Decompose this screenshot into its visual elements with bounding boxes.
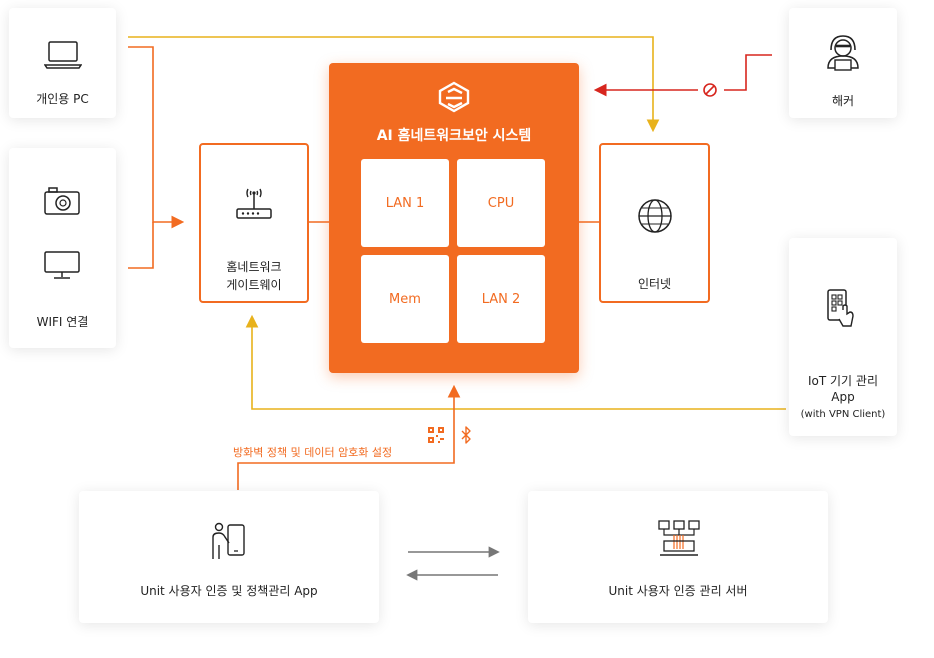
iot-label-line1: IoT 기기 관리 (807, 374, 878, 388)
unit-app-to-center-line (237, 384, 461, 490)
personal-pc-label: 개인용 PC (36, 92, 89, 106)
internet-label: 인터넷 (637, 277, 672, 291)
mem-cell: Mem (361, 255, 449, 343)
bluetooth-icon (461, 426, 471, 444)
iot-label-line3: (with VPN Client) (800, 409, 886, 420)
gateway-label-line2: 게이트웨이 (226, 278, 282, 292)
iot-to-gateway-line (245, 314, 786, 410)
qr-code-icon (428, 427, 444, 443)
router-icon (236, 188, 272, 219)
hacker-label: 해커 (831, 94, 855, 108)
hacker-blocked-line (724, 54, 772, 91)
internet-box[interactable]: 인터넷 (599, 143, 710, 303)
home-gateway-box[interactable]: 홈네트워크 게이트웨이 (199, 143, 309, 303)
server-network-icon (658, 520, 700, 556)
ai-security-system-panel[interactable]: AI 홈네트워크보안 시스템 LAN 1 CPU Mem LAN 2 (329, 63, 579, 373)
laptop-icon (44, 41, 82, 69)
wifi-to-gateway-line (128, 222, 154, 269)
unit-app-label: Unit 사용자 인증 및 정책관리 App (140, 584, 318, 598)
system-title: AI 홈네트워크보안 시스템 (376, 128, 532, 144)
block-icon (703, 83, 717, 97)
unit-server-label: Unit 사용자 인증 관리 서버 (608, 584, 748, 598)
globe-icon (638, 199, 672, 233)
brand-logo-icon (438, 81, 470, 113)
iot-label-line2: App (831, 390, 855, 404)
lan1-cell: LAN 1 (361, 159, 449, 247)
wifi-card[interactable]: WIFI 연결 (9, 148, 116, 348)
personal-pc-card[interactable]: 개인용 PC (9, 8, 116, 118)
monitor-icon (44, 251, 80, 279)
policy-label: 방화벽 정책 및 데이터 암호화 설정 (233, 446, 393, 459)
unit-server-card[interactable]: Unit 사용자 인증 관리 서버 (528, 491, 828, 623)
pc-to-internet-line (128, 36, 660, 133)
cpu-cell: CPU (457, 159, 545, 247)
wifi-label: WIFI 연결 (36, 315, 89, 329)
pc-to-gateway-line (128, 46, 185, 229)
lan2-cell: LAN 2 (457, 255, 545, 343)
camera-icon (44, 187, 80, 215)
hacker-card[interactable]: 해커 (789, 8, 897, 118)
hacker-icon (827, 35, 859, 71)
iot-app-card[interactable]: IoT 기기 관리 App (with VPN Client) (789, 238, 897, 436)
unit-app-card[interactable]: Unit 사용자 인증 및 정책관리 App (79, 491, 379, 623)
user-tablet-icon (212, 522, 245, 559)
phone-touch-icon (827, 289, 854, 327)
gateway-label-line1: 홈네트워크 (226, 260, 282, 274)
